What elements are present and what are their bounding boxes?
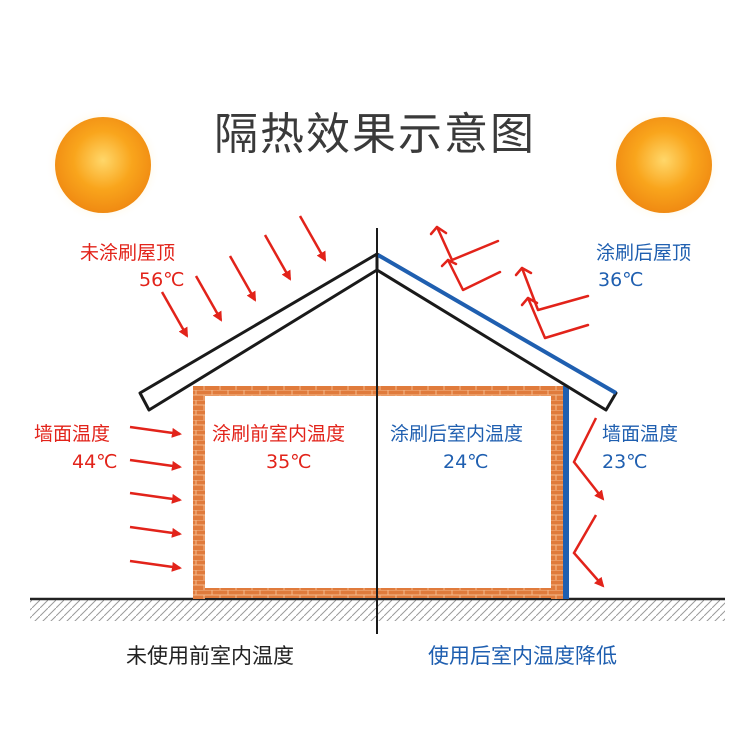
left-roof-temp: 56℃ [139, 269, 185, 291]
roof-coating [376, 253, 618, 395]
right-wall-temp: 23℃ [602, 451, 648, 473]
heat-arrows-wall [129, 425, 182, 572]
left-wall-temp: 44℃ [72, 451, 118, 473]
caption-before: 未使用前室内温度 [126, 644, 294, 668]
right-wall-label: 墙面温度 [602, 423, 679, 445]
diagram-title: 隔热效果示意图 [214, 109, 536, 160]
right-indoor-label: 涂刷后室内温度 [390, 423, 524, 445]
left-wall-label: 墙面温度 [34, 423, 111, 445]
sun-icon-right [606, 107, 722, 223]
left-indoor-label: 涂刷前室内温度 [212, 423, 346, 445]
left-indoor-temp: 35℃ [266, 451, 312, 473]
right-indoor-temp: 24℃ [443, 451, 489, 473]
heat-arrows-roof [160, 215, 327, 338]
reflect-arrows-wall [572, 417, 605, 588]
wall-coating [563, 386, 569, 599]
caption-after: 使用后室内温度降低 [428, 644, 617, 668]
house-walls [193, 386, 569, 599]
reflect-arrows-roof [429, 225, 590, 340]
sun-icon-left [45, 107, 161, 223]
right-roof-label: 涂刷后屋顶 [596, 242, 692, 264]
left-roof-label: 未涂刷屋顶 [80, 242, 176, 264]
right-roof-temp: 36℃ [598, 269, 644, 291]
